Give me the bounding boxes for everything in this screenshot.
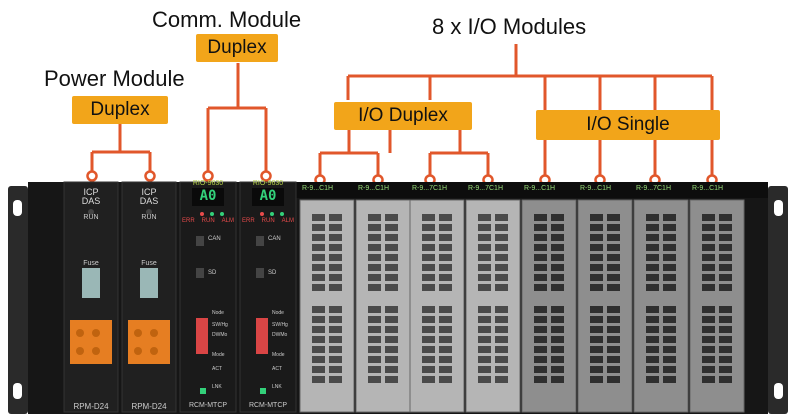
io-module-5-label: R-9...C1H [524, 185, 556, 192]
comm-module-1-node: Node [212, 310, 224, 316]
comm-module-1-model: RCM-MTCP [188, 402, 228, 409]
comm-module-2-alm: ALM [281, 218, 294, 224]
power-module-2-brand: ICP DAS [122, 188, 176, 206]
comm-module-1-can: CAN [208, 236, 221, 242]
comm-module-1-act: ACT [212, 366, 222, 372]
comm-module-2-lnk: LNK [272, 384, 282, 390]
power-module-1-brand-line2: DAS [81, 196, 101, 206]
comm-module-2-display: A0 [259, 188, 277, 204]
power-module-2-run: RUN [141, 214, 157, 221]
comm-module-2-err: ERR [242, 218, 255, 224]
comm-module-1-header: RIO-9630 [192, 180, 224, 187]
comm-module-1-lnk: LNK [212, 384, 222, 390]
io-module-1 [299, 199, 355, 413]
comm-module-1-display: A0 [199, 188, 217, 204]
comm-module-1-mode: Mode [212, 352, 225, 358]
io-module-6 [577, 199, 633, 413]
power-module-title: Power Module [44, 66, 185, 91]
power-module-2-model: RPM-D24 [131, 402, 167, 411]
power-module-2 [121, 181, 177, 413]
comm-module-1-run: RUN [201, 218, 215, 224]
io-module-1-label: R-9...C1H [302, 185, 334, 192]
comm-module-2-sw2: DWMo [272, 332, 288, 338]
comm-module-2-status-row: ERR RUN ALM [242, 218, 294, 224]
comm-module-1-err: ERR [182, 218, 195, 224]
comm-module-1-sd: SD [208, 270, 217, 276]
rack-ear-left [8, 186, 28, 414]
io-duplex-badge: I/O Duplex [334, 102, 472, 130]
comm-duplex-badge: Duplex [196, 34, 278, 62]
power-module-1-brand-line1: ICP [83, 187, 99, 197]
io-module-4-label: R-9...7C1H [468, 185, 504, 192]
comm-module-2-can: CAN [268, 236, 281, 242]
power-duplex-badge: Duplex [72, 96, 168, 124]
comm-module-1-sw2: DWMo [212, 332, 228, 338]
io-module-8 [689, 199, 745, 413]
io-module-3-label: R-9...7C1H [412, 185, 448, 192]
comm-module-2-model: RCM-MTCP [248, 402, 288, 409]
power-module-1-fuse: Fuse [83, 260, 99, 267]
io-module-3 [409, 199, 465, 413]
comm-module-2-mode: Mode [272, 352, 285, 358]
comm-module-2-sw1: SW/Hg [272, 322, 288, 328]
io-module-7-label: R-9...7C1H [636, 185, 672, 192]
comm-module-2 [239, 181, 297, 413]
io-module-4 [465, 199, 521, 413]
comm-module-2-node: Node [272, 310, 284, 316]
comm-module-title: Comm. Module [152, 7, 302, 32]
power-module-1-run: RUN [83, 214, 99, 221]
power-module-2-brand-line1: ICP [141, 187, 157, 197]
comm-module-2-header: RIO-9630 [252, 180, 284, 187]
comm-module-1-sw1: SW/Hg [212, 322, 228, 328]
comm-module-2-run: RUN [261, 218, 275, 224]
comm-module-1-status-row: ERR RUN ALM [182, 218, 234, 224]
comm-module-2-sd: SD [268, 270, 277, 276]
rack-ear-right [768, 186, 788, 414]
power-module-1-model: RPM-D24 [73, 402, 109, 411]
comm-module-1 [179, 181, 237, 413]
comm-module-1-alm: ALM [221, 218, 234, 224]
io-module-8-label: R-9...C1H [692, 185, 724, 192]
io-module-2-label: R-9...C1H [358, 185, 390, 192]
io-module-5 [521, 199, 577, 413]
power-module-2-fuse: Fuse [141, 260, 157, 267]
power-module-2-brand-line2: DAS [139, 196, 159, 206]
io-module-7 [633, 199, 689, 413]
io-module-2 [355, 199, 411, 413]
io-module-6-label: R-9...C1H [580, 185, 612, 192]
io-modules-title: 8 x I/O Modules [432, 14, 587, 39]
power-module-1 [63, 181, 119, 413]
power-module-1-brand: ICP DAS [64, 188, 118, 206]
io-single-badge: I/O Single [536, 110, 720, 140]
comm-module-2-act: ACT [272, 366, 282, 372]
